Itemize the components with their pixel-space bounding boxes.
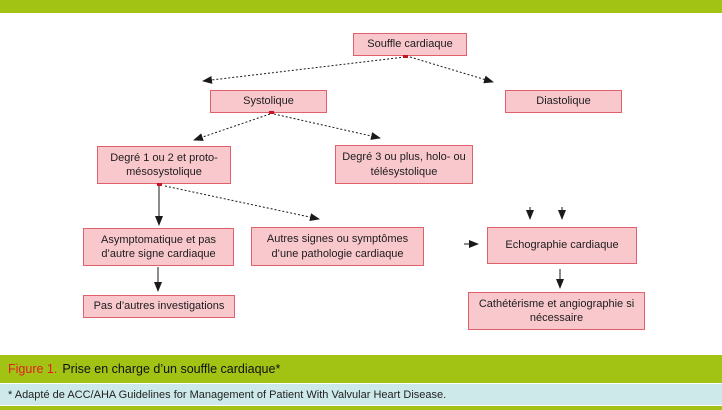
top-green-bar xyxy=(0,0,722,13)
edge-systolique-degre12 xyxy=(193,113,271,141)
edge-souffle-diastolique xyxy=(409,56,494,84)
node-systolique: Systolique xyxy=(210,90,327,113)
node-catheterisme: Cathétérisme et angiographie si nécessai… xyxy=(468,292,645,330)
node-degre-1-2: Degré 1 ou 2 et proto-mésosystolique xyxy=(97,146,231,184)
node-souffle-cardiaque: Souffle cardiaque xyxy=(353,33,467,56)
node-degre-3-plus: Degré 3 ou plus, holo- ou télésystolique xyxy=(335,145,473,184)
figure-title: Prise en charge d’un souffle cardiaque* xyxy=(62,362,281,376)
figure-caption-bar: Figure 1. Prise en charge d’un souffle c… xyxy=(0,355,722,383)
edge-systolique-degre3 xyxy=(273,113,381,140)
footnote-bar: * Adapté de ACC/AHA Guidelines for Manag… xyxy=(0,384,722,405)
node-asymptomatique: Asymptomatique et pas d’autre signe card… xyxy=(83,228,234,266)
figure-label: Figure 1. xyxy=(8,362,58,376)
footnote-text: * Adapté de ACC/AHA Guidelines for Manag… xyxy=(8,388,447,401)
node-echographie: Echographie cardiaque xyxy=(487,227,637,264)
edge-souffle-systolique xyxy=(202,56,406,84)
node-pas-investigations: Pas d’autres investigations xyxy=(83,295,235,318)
node-autres-signes: Autres signes ou symptômes d’une patholo… xyxy=(251,227,424,266)
bottom-green-line xyxy=(0,406,722,410)
node-diastolique: Diastolique xyxy=(505,90,622,113)
edge-degre12-autres xyxy=(164,185,320,222)
